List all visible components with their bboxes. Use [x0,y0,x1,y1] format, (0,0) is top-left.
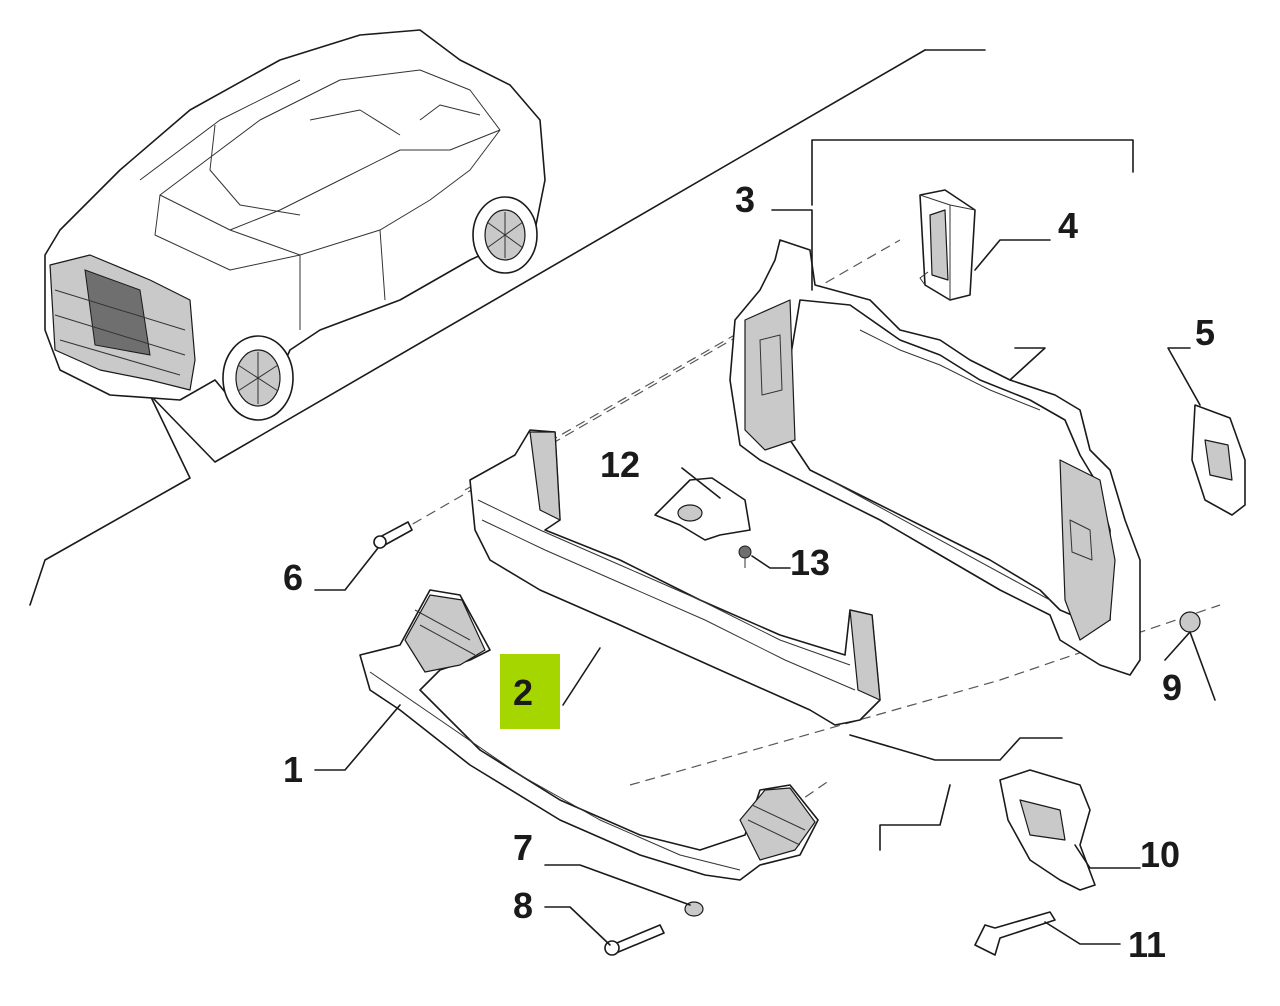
part-8-bolt [604,924,665,956]
inset-frame [29,49,986,606]
callout-6: 6 [283,557,303,598]
callout-10: 10 [1140,834,1180,875]
callout-11: 11 [1128,924,1166,965]
part-9-plug [1179,611,1201,633]
part-1-absorber [359,589,819,881]
callout-5: 5 [1195,312,1215,353]
part-12-plate [654,477,751,541]
part-13-clip [738,545,752,568]
callouts: 3 4 5 12 6 13 2 9 1 7 10 8 11 [283,179,1215,965]
callout-7: 7 [513,827,533,868]
callout-4: 4 [1058,205,1078,246]
leader-lines [314,139,1216,946]
part-6-bolt [373,521,413,549]
callout-2-highlight [500,654,560,729]
vehicle-thumbnail [44,29,546,421]
callout-9: 9 [1162,667,1182,708]
callout-3: 3 [735,179,755,220]
part-2-bumper-beam [469,429,881,726]
part-3-front-panel [729,239,1141,676]
callout-12: 12 [600,444,640,485]
callout-8: 8 [513,885,533,926]
part-11-pin [974,911,1056,956]
part-5-pad [1191,404,1246,516]
callout-13: 13 [790,542,830,583]
part-10-bracket [999,769,1096,891]
part-4-bracket [919,189,976,301]
callout-2: 2 [513,672,533,713]
callout-1: 1 [283,749,303,790]
